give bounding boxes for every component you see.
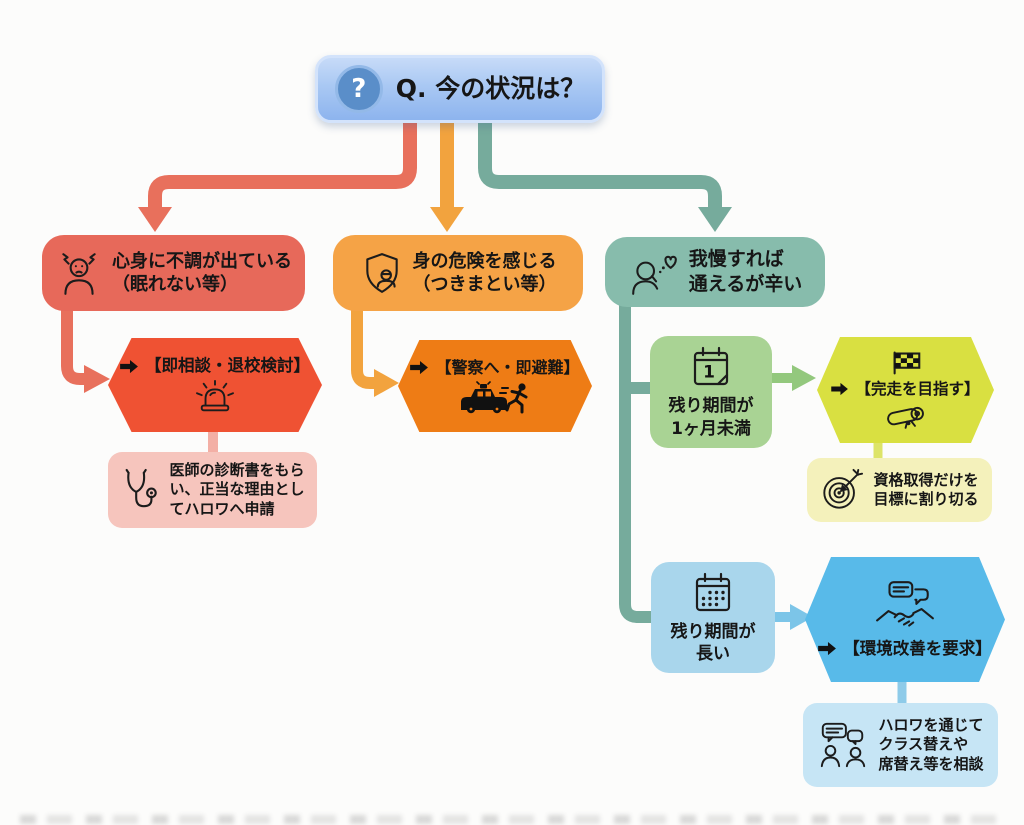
condition-danger-node: 身の危険を感じる （つきまとい等）	[333, 235, 583, 311]
note-health-node: 医師の診断書をもら い、正当な理由とし てハロワへ申請	[108, 452, 317, 528]
action-health-label: 【即相談・退校検討】	[145, 356, 310, 376]
condition-endure-label: 我慢すれば 通えるが辛い	[688, 248, 803, 295]
right-arrow-icon	[818, 641, 837, 656]
calendar-grid-icon	[695, 572, 731, 612]
condition-health-label: 心身に不調が出ている （眠れない等）	[112, 250, 292, 295]
right-arrow-icon	[410, 361, 429, 375]
condition-danger-label: 身の危険を感じる （つきまとい等）	[412, 250, 557, 295]
calendar-with-1-icon: 1	[693, 347, 729, 386]
condition-endure-node: 我慢すれば 通えるが辛い	[605, 237, 825, 307]
checkered-flag-icon	[893, 351, 920, 375]
right-arrow-icon	[120, 359, 138, 373]
note-finish-node: 資格取得だけを 目標に割り切る	[807, 458, 992, 522]
condition-health-node: 心身に不調が出ている （眠れない等）	[42, 235, 305, 311]
people-discussion-icon	[821, 722, 866, 768]
note-improve-node: ハロワを通じて クラス替えや 席替え等を相談	[803, 703, 998, 787]
condition-short-term-node: 1 残り期間が 1ヶ月未満	[650, 336, 772, 448]
action-finish-label: 【完走を目指す】	[855, 379, 980, 398]
action-health-node: 【即相談・退校検討】	[108, 338, 322, 432]
action-improve-label: 【環境改善を要求】	[843, 638, 992, 658]
question-mark-icon: ?	[334, 65, 383, 113]
diploma-icon	[886, 406, 924, 429]
shield-with-person-icon	[365, 253, 398, 293]
action-danger-label: 【警察へ・即避難】	[435, 357, 580, 377]
flow-root-node: ? Q. 今の状況は？	[315, 55, 605, 123]
condition-long-term-label: 残り期間が 長い	[670, 621, 756, 664]
question-glyph: ?	[351, 74, 367, 104]
action-improve-node: 【環境改善を要求】	[805, 557, 1005, 682]
action-danger-node: 【警察へ・即避難】	[398, 340, 592, 432]
right-arrow-icon	[831, 382, 849, 396]
target-with-arrow-icon	[823, 468, 864, 509]
police-car-and-running-person-icon	[461, 381, 528, 414]
bottom-artifact	[20, 815, 1004, 824]
condition-long-term-node: 残り期間が 長い	[651, 562, 775, 673]
condition-short-term-label: 残り期間が 1ヶ月未満	[668, 396, 754, 439]
person-with-heart-thought-icon	[631, 255, 677, 295]
stressed-person-icon	[62, 253, 96, 295]
note-improve-label: ハロワを通じて クラス替えや 席替え等を相談	[878, 715, 984, 773]
handshake-with-chat-icon	[876, 580, 934, 627]
emergency-siren-icon	[196, 379, 234, 411]
note-finish-label: 資格取得だけを 目標に割り切る	[873, 470, 979, 509]
action-finish-node: 【完走を目指す】	[817, 337, 994, 443]
stethoscope-icon	[126, 468, 158, 508]
calendar-number: 1	[703, 363, 715, 383]
root-question-label: Q. 今の状況は？	[395, 73, 586, 103]
note-health-label: 医師の診断書をもら い、正当な理由とし てハロワへ申請	[169, 460, 305, 518]
